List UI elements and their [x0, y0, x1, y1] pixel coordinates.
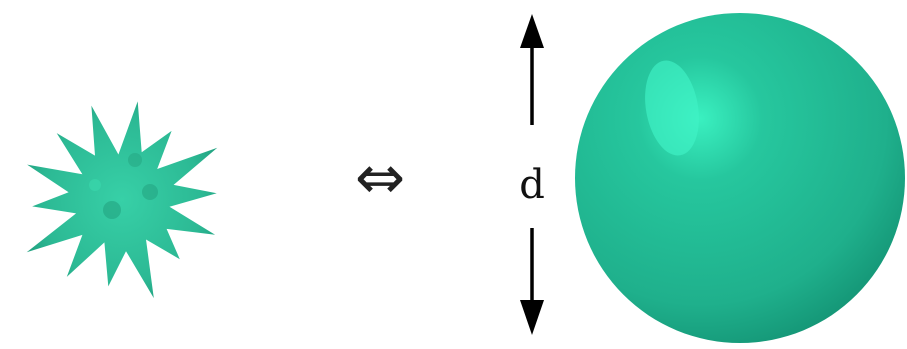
up-arrow-icon	[520, 14, 544, 48]
equivalence-arrow-icon: ⇔	[355, 143, 405, 213]
equivalence-symbol: ⇔	[355, 143, 405, 213]
smooth-sphere	[575, 13, 905, 343]
diameter-indicator: d	[519, 14, 545, 335]
down-arrow-icon	[520, 300, 544, 335]
spiky-particle	[27, 101, 218, 298]
diameter-label: d	[519, 162, 545, 208]
